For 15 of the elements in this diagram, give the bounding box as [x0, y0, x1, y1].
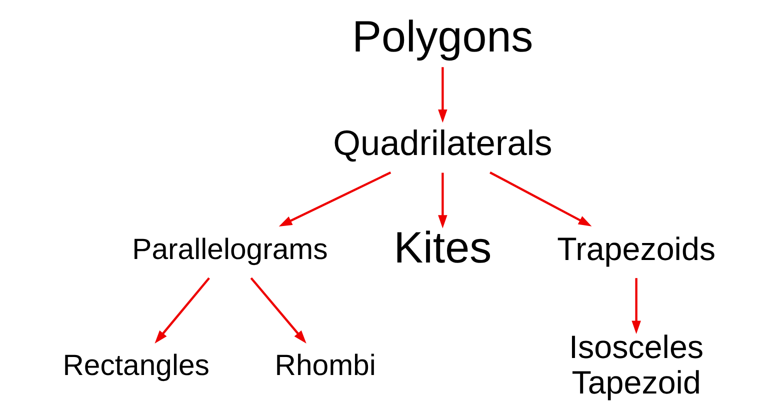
node-text: Isosceles Tapezoid [569, 329, 704, 400]
arrow [438, 67, 448, 123]
node-text: Rectangles [62, 348, 210, 382]
arrow [632, 278, 641, 334]
arrow [154, 277, 210, 344]
node-text: Kites [394, 224, 492, 273]
node-text: Parallelograms [132, 232, 328, 266]
arrow [250, 277, 306, 344]
node-text: Quadrilaterals [333, 124, 552, 164]
node-text: Polygons [352, 12, 534, 62]
arrow [438, 172, 448, 228]
arrow [490, 172, 592, 226]
node-text: Trapezoids [557, 230, 716, 267]
node-text: Rhombi [274, 348, 376, 382]
arrow [278, 172, 392, 226]
